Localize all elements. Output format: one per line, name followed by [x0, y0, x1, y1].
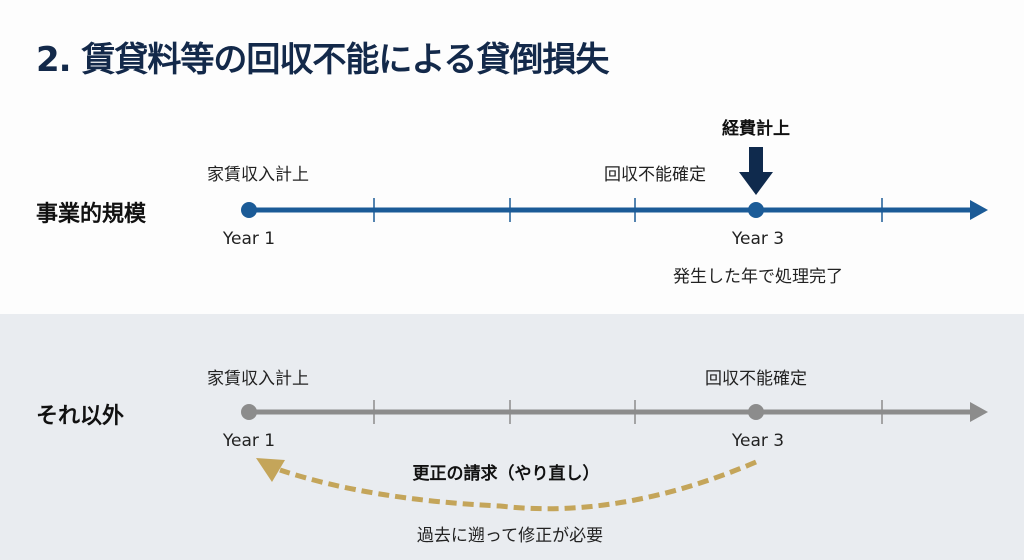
correction-arrowhead-icon: [256, 458, 285, 482]
event-rent-income: 家賃収入計上: [207, 369, 309, 389]
event-uncollectible: 回収不能確定: [604, 165, 706, 185]
event-uncollectible: 回収不能確定: [705, 369, 807, 389]
other-note: 過去に遡って修正が必要: [416, 526, 604, 546]
year1-marker: [241, 202, 257, 218]
business-scale-section: [0, 0, 1024, 314]
correction-curve-arrow: [279, 459, 757, 512]
year3-marker: [748, 202, 764, 218]
year1-label: Year 1: [222, 229, 276, 249]
year1-marker: [241, 404, 257, 420]
business-note: 発生した年で処理完了: [673, 267, 843, 287]
year3-marker: [748, 404, 764, 420]
timeline-ticks: [373, 198, 883, 222]
year3-label: Year 3: [731, 229, 785, 249]
other-timeline: [241, 400, 988, 512]
page-title: 2. 賃貸料等の回収不能による貸倒損失: [36, 40, 609, 80]
correction-label: 更正の請求（やり直し）: [412, 464, 600, 484]
timeline-arrowhead: [970, 200, 988, 220]
event-rent-income: 家賃収入計上: [207, 165, 309, 185]
other-section: [0, 314, 1024, 560]
timeline-ticks: [373, 400, 883, 424]
timeline-arrowhead: [970, 402, 988, 422]
row-label-other: それ以外: [36, 404, 125, 429]
expense-label: 経費計上: [722, 119, 790, 139]
down-arrow-icon: [739, 147, 773, 195]
year3-label: Year 3: [731, 431, 785, 451]
year1-label: Year 1: [222, 431, 276, 451]
business-timeline: [241, 147, 988, 222]
row-label-business-scale: 事業的規模: [36, 202, 147, 227]
